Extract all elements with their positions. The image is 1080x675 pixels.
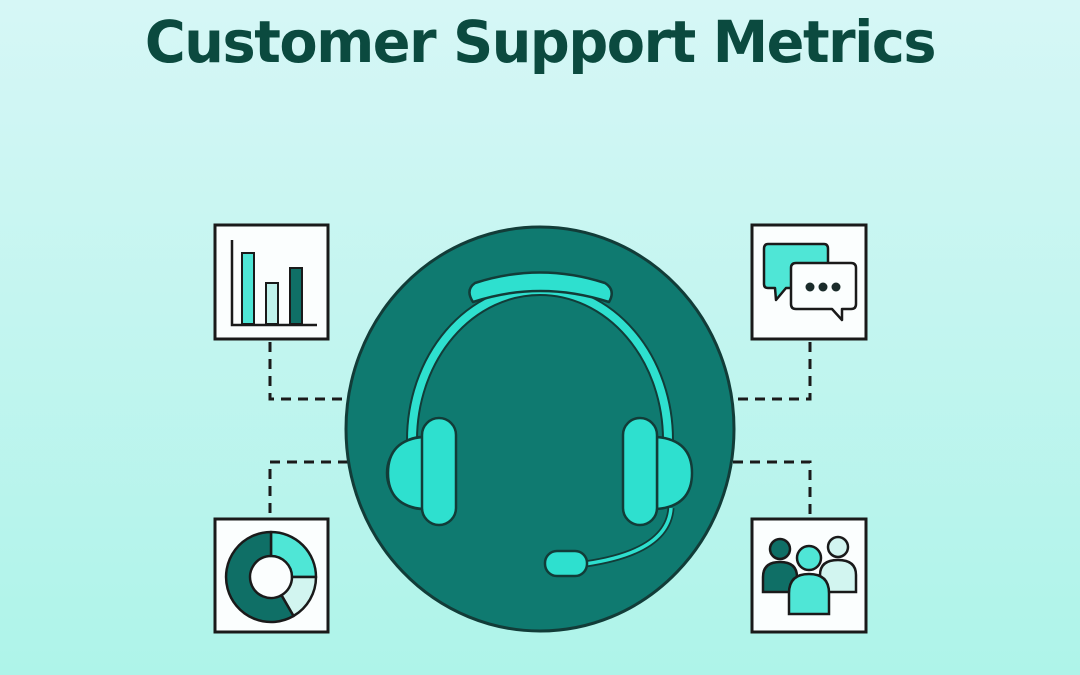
team-users-icon xyxy=(761,535,858,616)
headset-icon xyxy=(344,225,736,633)
tile-team xyxy=(750,517,868,634)
right-ear-cup xyxy=(621,416,659,527)
chat-bubbles-icon xyxy=(762,242,858,322)
headband-pad xyxy=(468,271,613,304)
tile-donut-chart xyxy=(213,517,330,634)
page-title: Customer Support Metrics xyxy=(144,8,937,76)
left-ear-cup xyxy=(420,416,458,527)
mic xyxy=(543,549,589,578)
connector-bottom-left xyxy=(268,460,348,518)
bar-chart-icon xyxy=(230,240,317,327)
connector-bottom-right xyxy=(733,460,812,518)
dashed-connectors xyxy=(268,342,812,518)
center-circle xyxy=(344,225,736,633)
tile-bar-chart xyxy=(213,223,330,341)
connector-top-left xyxy=(268,342,348,401)
connector-top-right xyxy=(733,342,812,401)
right-ear-cushion xyxy=(655,435,694,511)
tile-chat xyxy=(750,223,868,341)
donut-chart-icon xyxy=(224,530,318,624)
